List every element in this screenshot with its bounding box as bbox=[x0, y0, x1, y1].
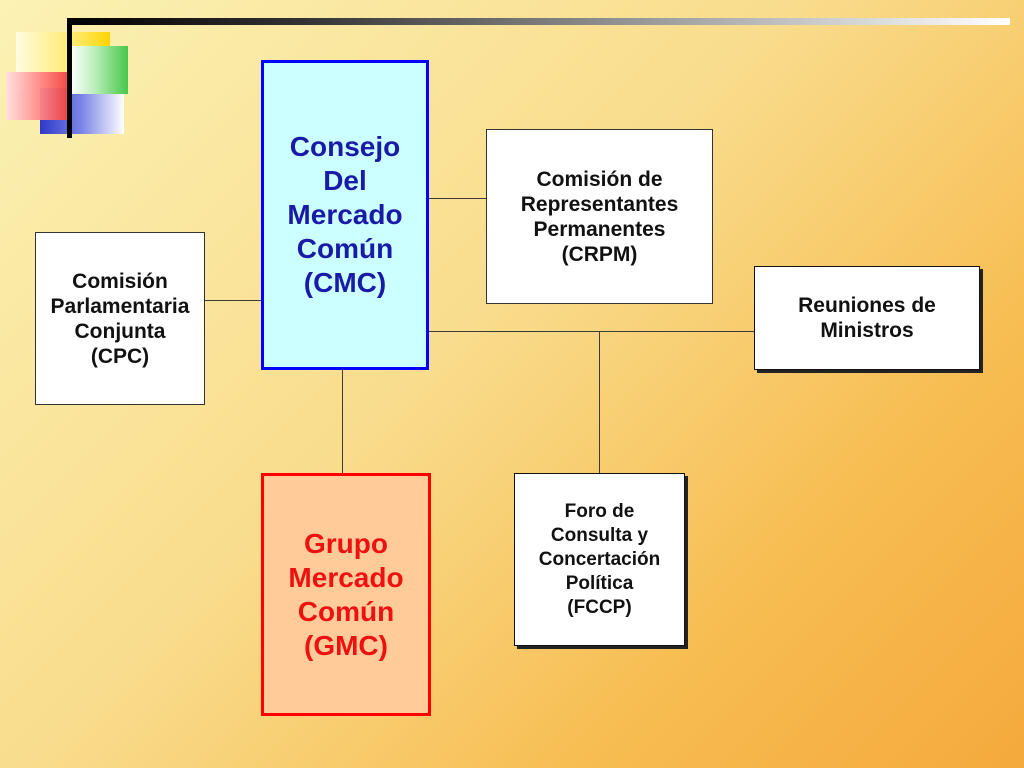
decorative-vertical-bar bbox=[67, 18, 72, 138]
node-crpm: Comisión de Representantes Permanentes (… bbox=[486, 129, 713, 304]
connector-cmc-fccp bbox=[599, 331, 600, 473]
decorative-green-square bbox=[70, 46, 128, 94]
node-cmc-label: Consejo Del Mercado Común (CMC) bbox=[287, 131, 403, 298]
node-gmc: Grupo Mercado Común (GMC) bbox=[261, 473, 431, 716]
connector-cmc-reuniones bbox=[429, 331, 754, 332]
node-cmc: Consejo Del Mercado Común (CMC) bbox=[261, 60, 429, 370]
node-cpc: Comisión Parlamentaria Conjunta (CPC) bbox=[35, 232, 205, 405]
decorative-red-square bbox=[6, 72, 70, 120]
connector-cmc-gmc bbox=[342, 370, 343, 473]
node-cpc-label: Comisión Parlamentaria Conjunta (CPC) bbox=[50, 269, 190, 368]
node-crpm-label: Comisión de Representantes Permanentes (… bbox=[520, 167, 679, 266]
node-gmc-label: Grupo Mercado Común (GMC) bbox=[288, 527, 404, 661]
decorative-horizontal-bar bbox=[67, 18, 1010, 25]
node-fccp: Foro de Consulta y Concertación Política… bbox=[514, 473, 685, 646]
connector-cmc-crpm bbox=[429, 198, 486, 199]
connector-cmc-cpc bbox=[205, 300, 261, 301]
node-reuniones: Reuniones de Ministros bbox=[754, 266, 980, 370]
node-fccp-label: Foro de Consulta y Concertación Política… bbox=[538, 500, 661, 618]
node-reuniones-label: Reuniones de Ministros bbox=[798, 294, 936, 342]
